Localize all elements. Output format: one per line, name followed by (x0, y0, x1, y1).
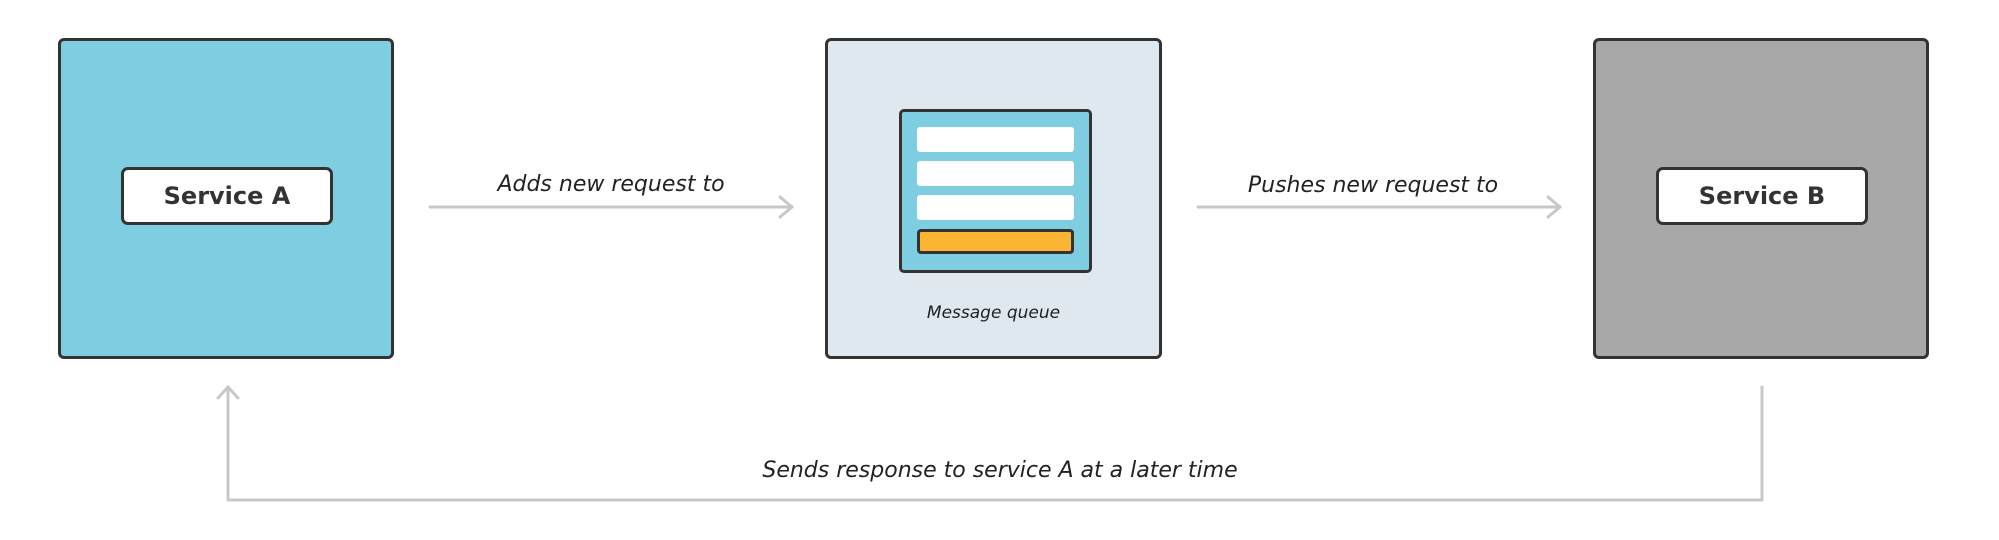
queue-slot (917, 195, 1074, 220)
queue-slot (917, 161, 1074, 186)
service-a-node: Service A (58, 38, 394, 359)
edge-label-pushes: Pushes new request to (1247, 173, 1499, 198)
arrow-queue-to-b (1196, 195, 1562, 219)
service-b-label: Service B (1656, 167, 1868, 225)
arrow-b-to-a (216, 385, 1764, 502)
edge-label-adds: Adds new request to (497, 172, 725, 197)
service-a-label: Service A (121, 167, 333, 225)
arrow-a-to-queue (428, 195, 794, 219)
queue-slot-highlighted (917, 229, 1074, 254)
queue-slot (917, 127, 1074, 152)
message-queue-caption: Message queue (926, 303, 1061, 323)
message-queue-node: Message queue (825, 38, 1162, 359)
queue-icon (899, 109, 1092, 273)
edge-label-sends: Sends response to service A at a later t… (762, 458, 1238, 483)
service-b-node: Service B (1593, 38, 1929, 359)
